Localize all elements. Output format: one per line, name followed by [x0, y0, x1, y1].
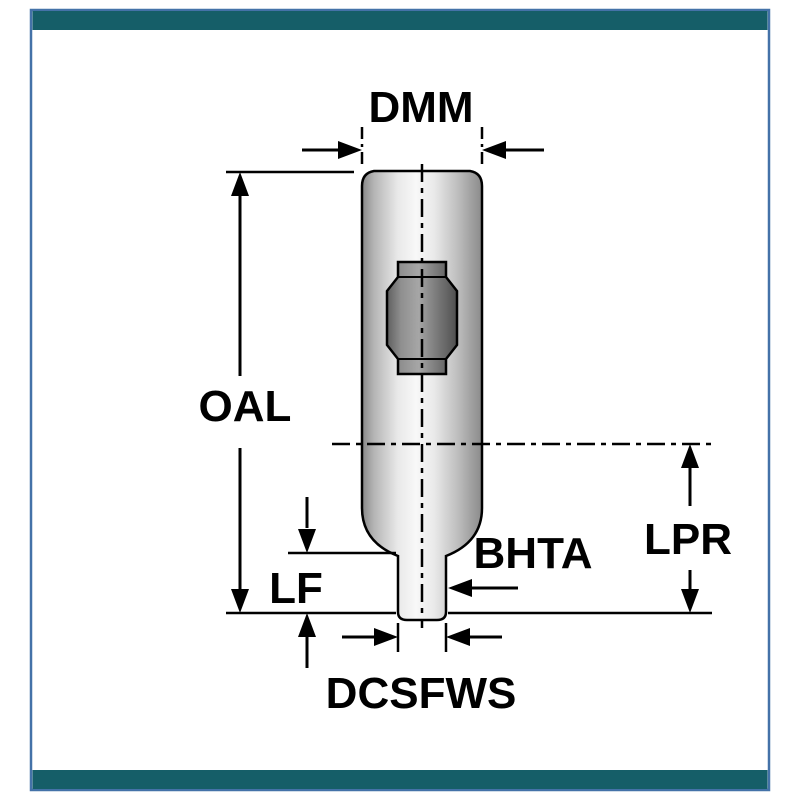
oal-arrowhead-bottom: [231, 589, 249, 613]
lpr-dimension: LPR: [644, 444, 732, 613]
lpr-arrowhead-bottom: [681, 589, 699, 613]
bhta-arrowhead: [448, 579, 472, 597]
tool-drawing: [332, 164, 712, 628]
lf-dimension: LF: [269, 497, 396, 668]
dcsfws-arrowhead-left: [374, 628, 398, 646]
oal-label: OAL: [199, 382, 292, 431]
dcsfws-arrowhead-right: [446, 628, 470, 646]
dcsfws-dimension: DCSFWS: [326, 623, 517, 718]
bhta-label: BHTA: [474, 529, 593, 578]
lf-arrowhead-up: [298, 613, 316, 637]
dcsfws-label: DCSFWS: [326, 669, 517, 718]
dmm-label: DMM: [368, 83, 473, 132]
oal-arrowhead-top: [231, 172, 249, 196]
frame-bottom-bar: [32, 770, 768, 789]
lpr-arrowhead-top: [681, 444, 699, 468]
dmm-arrowhead-right: [482, 141, 506, 159]
frame-border: [29, 8, 771, 792]
bhta-dimension: BHTA: [448, 529, 592, 597]
dmm-arrowhead-left: [338, 141, 362, 159]
lf-label: LF: [269, 564, 323, 613]
frame-top-bar: [32, 11, 768, 30]
dmm-dimension: DMM: [302, 83, 544, 166]
lf-arrowhead-down: [298, 529, 316, 553]
frame: [29, 8, 771, 792]
lpr-label: LPR: [644, 515, 732, 564]
oal-dimension: OAL: [199, 170, 712, 615]
